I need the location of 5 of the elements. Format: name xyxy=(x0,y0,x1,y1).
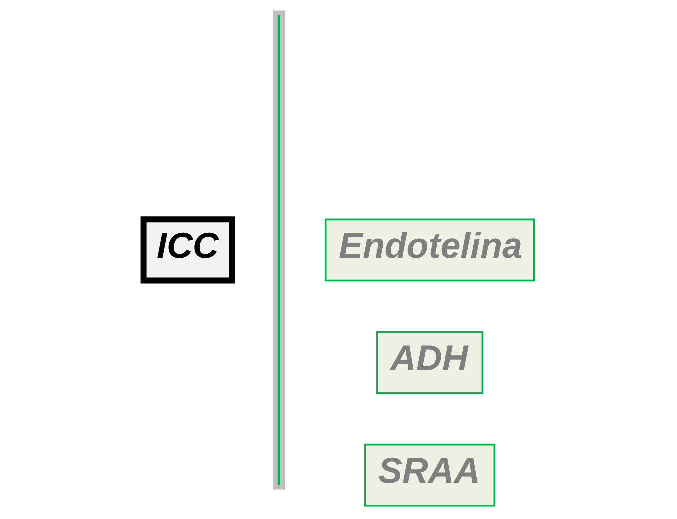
node-box: SRAA xyxy=(364,444,496,507)
node-box: ADH xyxy=(376,331,484,394)
node-box: Endotelina xyxy=(324,218,535,282)
node-box: ICC xyxy=(140,216,235,284)
node-bar xyxy=(272,10,285,490)
